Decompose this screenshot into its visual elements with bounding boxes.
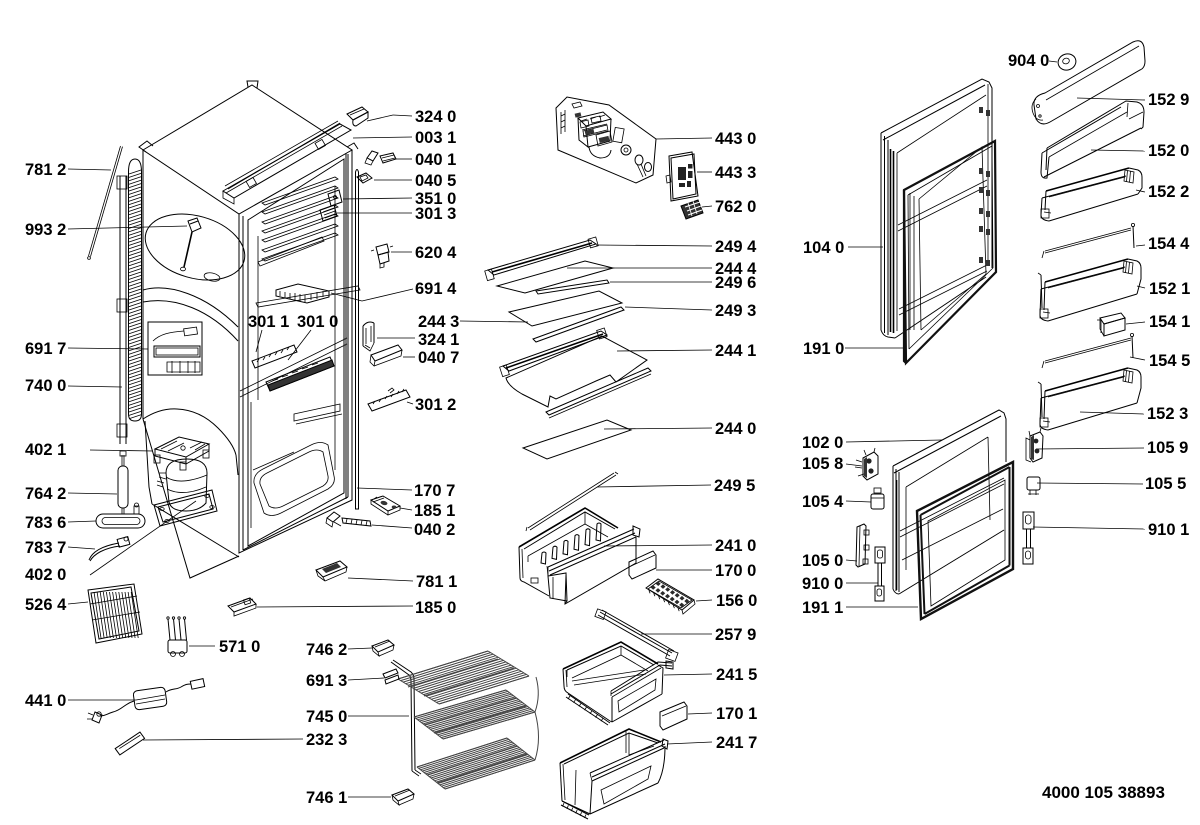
svg-text:783 7: 783 7	[25, 539, 66, 557]
svg-text:003 1: 003 1	[415, 129, 456, 147]
svg-text:783 6: 783 6	[25, 514, 66, 532]
svg-text:249 6: 249 6	[715, 274, 756, 292]
svg-text:746 1: 746 1	[306, 789, 347, 807]
svg-text:244 1: 244 1	[715, 342, 756, 360]
svg-text:244 4: 244 4	[715, 260, 757, 278]
svg-text:244 0: 244 0	[715, 420, 756, 438]
svg-text:301 2: 301 2	[415, 396, 456, 414]
svg-text:324 0: 324 0	[415, 108, 456, 126]
svg-text:185 1: 185 1	[414, 502, 455, 520]
svg-text:105 9: 105 9	[1147, 439, 1188, 457]
svg-text:4000 105 38893: 4000 105 38893	[1042, 783, 1165, 802]
svg-text:105 5: 105 5	[1145, 475, 1186, 493]
svg-text:152 0: 152 0	[1148, 142, 1189, 160]
svg-text:105 8: 105 8	[802, 455, 843, 473]
svg-text:040 7: 040 7	[418, 349, 459, 367]
svg-text:104 0: 104 0	[803, 239, 844, 257]
svg-text:620 4: 620 4	[415, 244, 457, 262]
svg-text:170 7: 170 7	[414, 482, 455, 500]
svg-text:301 1: 301 1	[248, 313, 289, 331]
svg-text:301 0: 301 0	[297, 313, 338, 331]
svg-text:781 1: 781 1	[416, 573, 457, 591]
svg-text:152 3: 152 3	[1147, 405, 1188, 423]
svg-text:441 0: 441 0	[25, 692, 66, 710]
svg-text:691 7: 691 7	[25, 340, 66, 358]
svg-text:324 1: 324 1	[418, 331, 459, 349]
svg-text:244 3: 244 3	[418, 313, 459, 331]
svg-text:152 9: 152 9	[1148, 91, 1189, 109]
svg-text:170 1: 170 1	[716, 705, 757, 723]
svg-text:571 0: 571 0	[219, 638, 260, 656]
svg-text:040 2: 040 2	[414, 521, 455, 539]
svg-text:249 4: 249 4	[715, 238, 757, 256]
svg-text:249 3: 249 3	[715, 302, 756, 320]
svg-text:156 0: 156 0	[716, 592, 757, 610]
svg-text:105 4: 105 4	[802, 493, 844, 511]
svg-text:102 0: 102 0	[802, 434, 843, 452]
svg-text:191 0: 191 0	[803, 340, 844, 358]
svg-text:170 0: 170 0	[715, 562, 756, 580]
svg-text:904 0: 904 0	[1008, 52, 1049, 70]
svg-text:746 2: 746 2	[306, 641, 347, 659]
svg-text:402 1: 402 1	[25, 441, 66, 459]
svg-text:301 3: 301 3	[415, 205, 456, 223]
svg-text:185 0: 185 0	[415, 599, 456, 617]
svg-text:154 5: 154 5	[1149, 352, 1190, 370]
svg-text:040 5: 040 5	[415, 172, 456, 190]
svg-text:154 1: 154 1	[1149, 313, 1190, 331]
svg-text:745 0: 745 0	[306, 708, 347, 726]
svg-text:241 5: 241 5	[716, 666, 757, 684]
svg-text:781 2: 781 2	[25, 161, 66, 179]
svg-text:402 0: 402 0	[25, 566, 66, 584]
svg-text:152 1: 152 1	[1149, 280, 1190, 298]
svg-text:764 2: 764 2	[25, 485, 66, 503]
svg-text:691 4: 691 4	[415, 280, 457, 298]
svg-text:526 4: 526 4	[25, 596, 67, 614]
svg-text:443 0: 443 0	[715, 130, 756, 148]
svg-text:152 2: 152 2	[1148, 183, 1189, 201]
svg-text:762 0: 762 0	[715, 198, 756, 216]
svg-text:232 3: 232 3	[306, 731, 347, 749]
svg-text:040 1: 040 1	[415, 151, 456, 169]
svg-text:910 1: 910 1	[1148, 521, 1189, 539]
svg-text:993 2: 993 2	[25, 221, 66, 239]
svg-text:740 0: 740 0	[25, 377, 66, 395]
svg-text:443 3: 443 3	[715, 164, 756, 182]
svg-text:241 7: 241 7	[716, 734, 757, 752]
svg-text:351 0: 351 0	[415, 190, 456, 208]
svg-text:249 5: 249 5	[714, 477, 755, 495]
svg-text:257 9: 257 9	[715, 626, 756, 644]
svg-text:191 1: 191 1	[802, 599, 843, 617]
svg-text:241 0: 241 0	[715, 537, 756, 555]
svg-text:910 0: 910 0	[802, 575, 843, 593]
svg-text:154 4: 154 4	[1148, 235, 1190, 253]
svg-text:105 0: 105 0	[802, 552, 843, 570]
svg-text:691 3: 691 3	[306, 672, 347, 690]
